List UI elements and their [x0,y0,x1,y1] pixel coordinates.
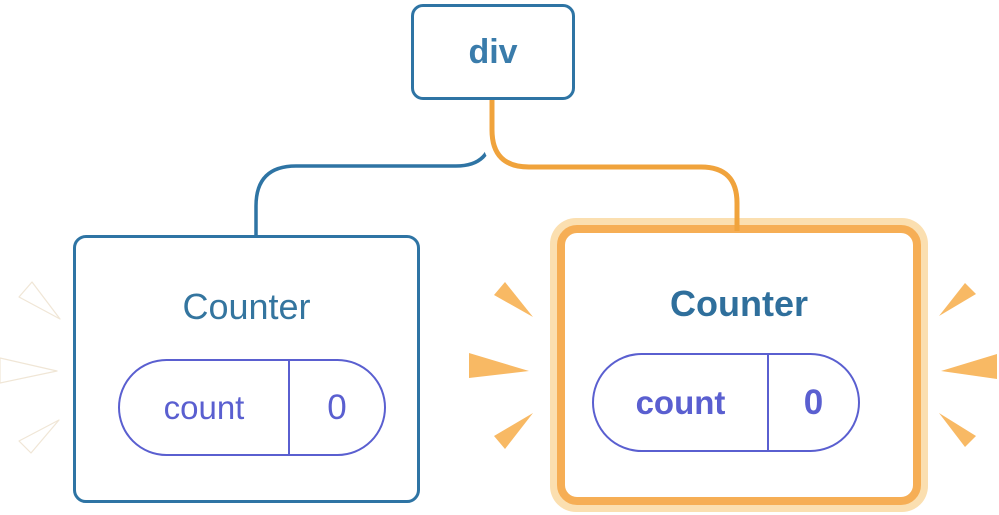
root-node: div [411,4,575,100]
root-node-label: div [468,32,518,71]
state-value-left: 0 [327,387,347,427]
edge-root-to-left-counter [254,100,494,236]
state-pill-right: count 0 [592,353,860,452]
counter-card-left: Counter count 0 [73,235,420,503]
burst-ray-icon [18,419,60,454]
burst-ray-icon [0,357,58,384]
burst-ray-icon [18,281,61,320]
counter-card-left-title: Counter [182,286,311,327]
burst-icon-right-card-right [939,283,997,447]
state-key-right: count [594,355,769,450]
edge-root-to-right-counter-casing [481,101,748,215]
counter-card-right-highlight-ring: Counter count 0 [550,218,928,512]
state-key-left: count [120,361,290,454]
burst-ray-icon [494,413,533,449]
burst-ray-icon [941,354,997,379]
edge-root-to-right-counter [489,100,740,231]
counter-card-right-title: Counter [670,283,808,324]
state-value-right: 0 [803,382,824,422]
burst-ray-icon [494,282,533,317]
state-pill-left: count 0 [118,359,386,456]
burst-ray-icon [939,283,976,316]
burst-ray-icon [939,413,976,447]
burst-ray-icon [469,353,529,378]
burst-icon-left-card [0,281,61,454]
burst-icon-right-card-left [469,282,533,449]
counter-card-right: Counter count 0 [557,225,921,505]
